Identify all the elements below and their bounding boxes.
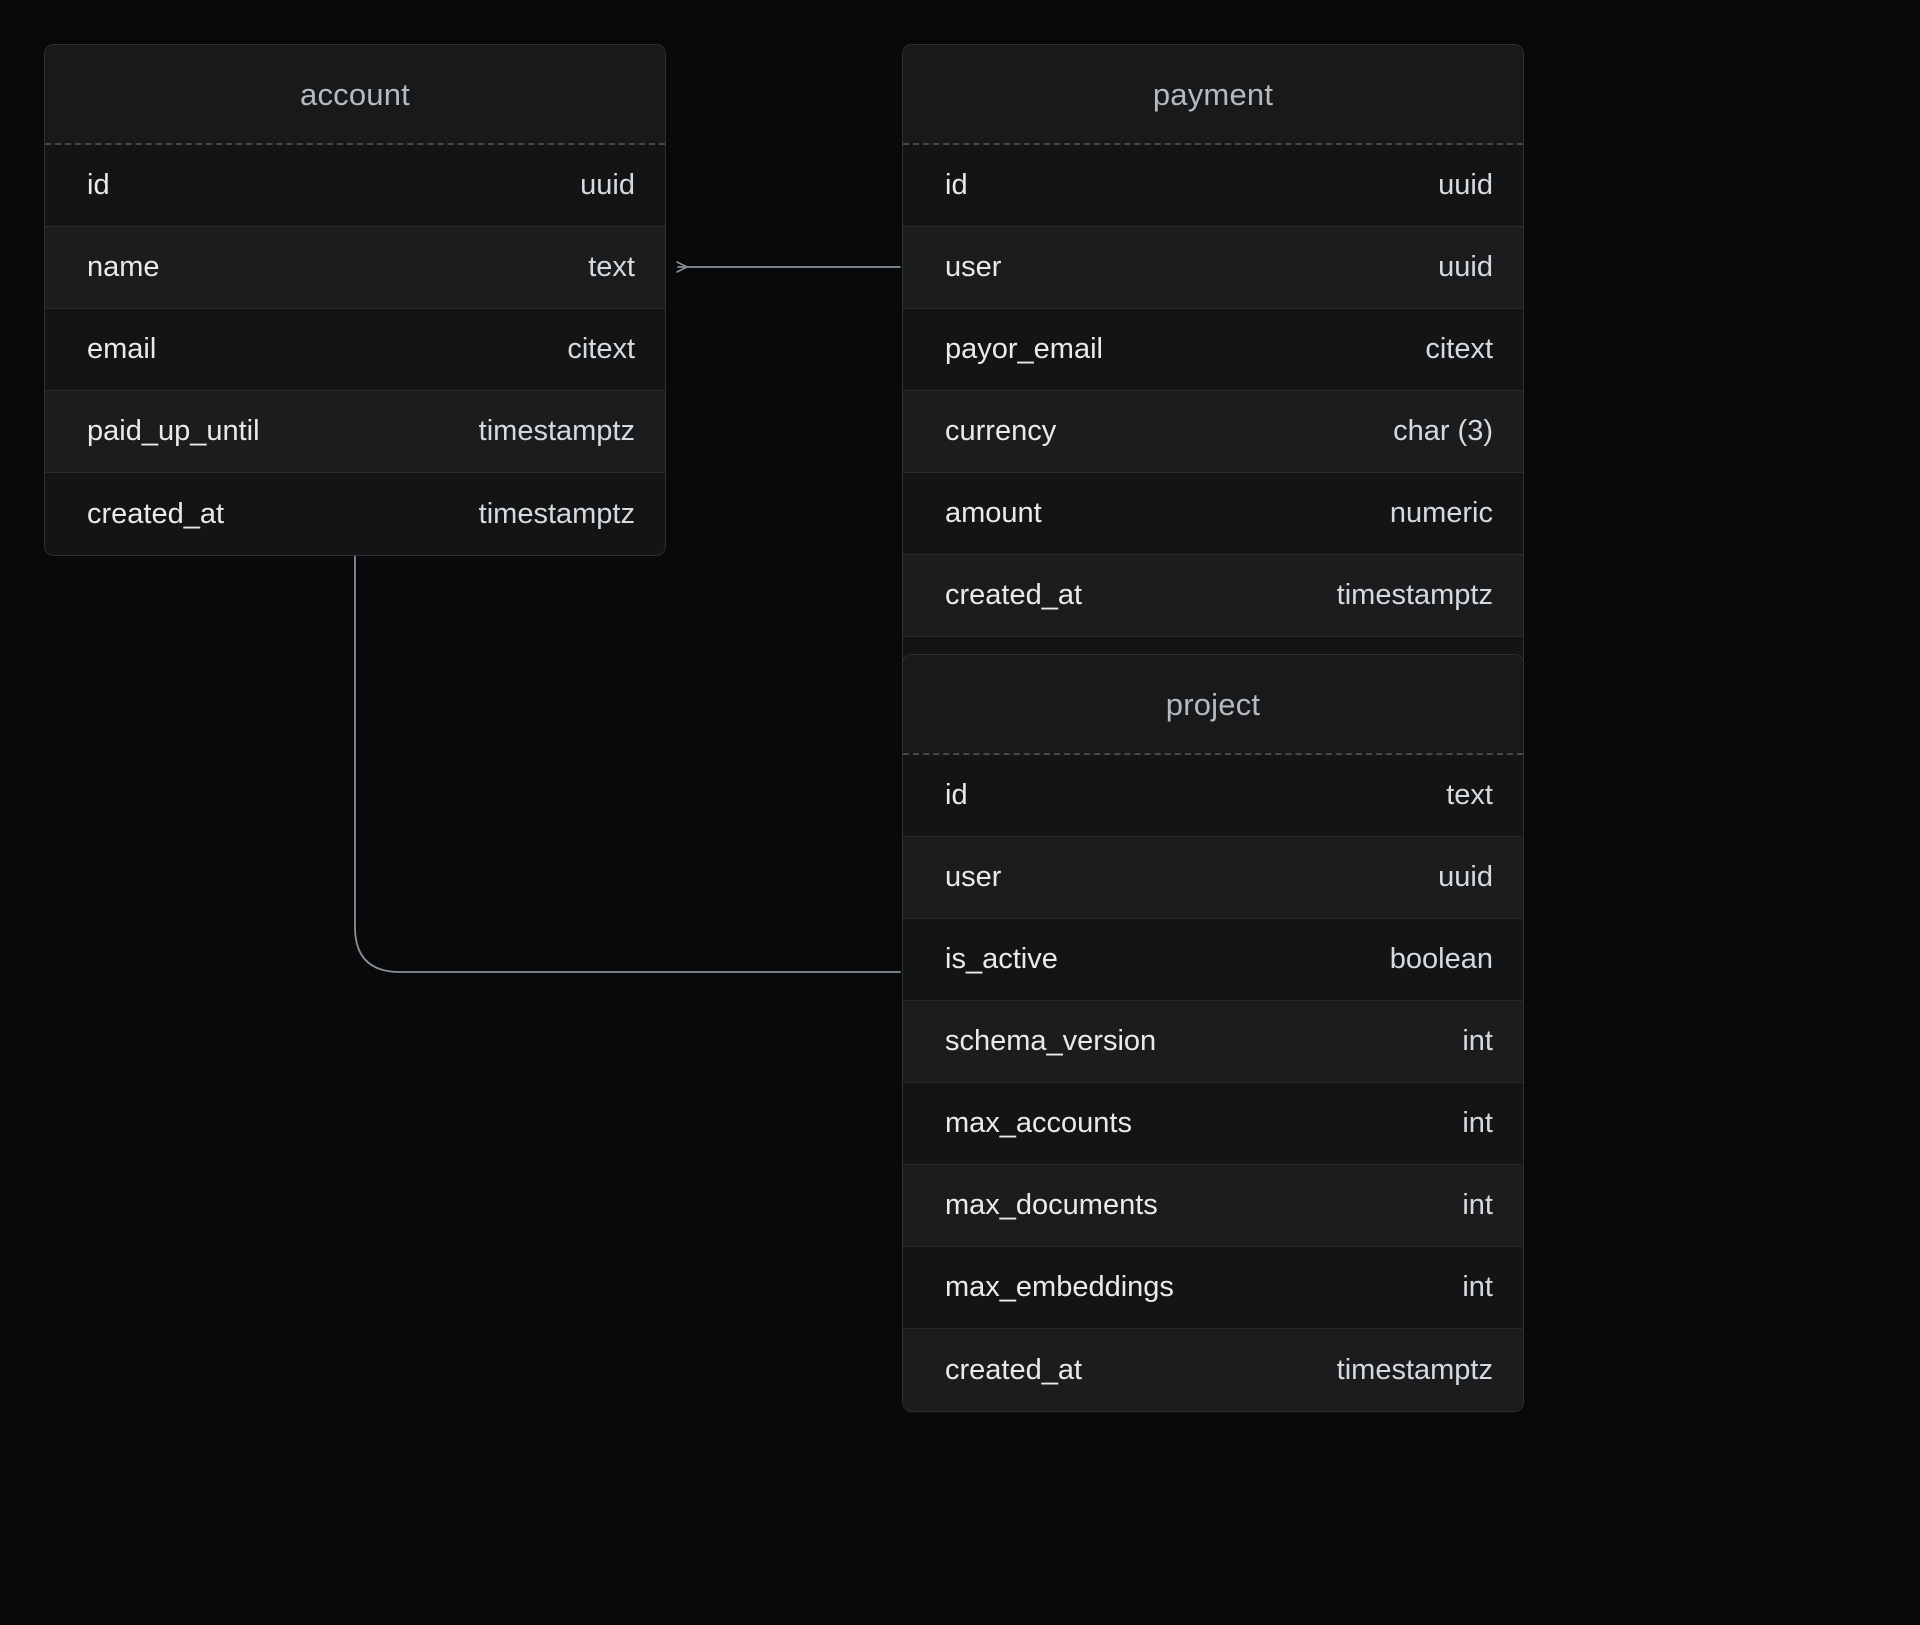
table-row[interactable]: max_accounts int: [903, 1083, 1523, 1165]
column-type: citext: [1425, 333, 1493, 365]
table-row[interactable]: created_at timestamptz: [903, 555, 1523, 637]
column-name: created_at: [87, 497, 225, 530]
table-project[interactable]: project id text user uuid is_active bool…: [902, 654, 1524, 1412]
connector-project-to-account: [345, 489, 901, 973]
column-name: id: [945, 169, 968, 201]
column-name: currency: [945, 415, 1057, 447]
table-payment-rows: id uuid user uuid payor_email citext cur…: [903, 145, 1523, 719]
table-payment[interactable]: payment id uuid user uuid payor_email ci…: [902, 44, 1524, 720]
table-account[interactable]: account id uuid name text email citext p…: [44, 44, 666, 556]
column-type: uuid: [1438, 169, 1493, 201]
column-name: amount: [945, 497, 1042, 529]
table-row[interactable]: amount numeric: [903, 473, 1523, 555]
column-name: id: [87, 169, 110, 201]
table-payment-title: payment: [903, 45, 1523, 145]
column-type: uuid: [1438, 861, 1493, 893]
column-type: uuid: [1438, 251, 1493, 283]
table-row[interactable]: is_active boolean: [903, 919, 1523, 1001]
column-type: timestamptz: [478, 497, 635, 530]
column-name: schema_version: [945, 1025, 1157, 1057]
table-row[interactable]: user uuid: [903, 227, 1523, 309]
column-name: payor_email: [945, 333, 1103, 365]
table-row[interactable]: created_at timestamptz: [903, 1329, 1523, 1411]
column-name: id: [945, 779, 968, 811]
column-type: boolean: [1389, 943, 1493, 975]
column-type: text: [1446, 779, 1493, 811]
column-name: paid_up_until: [87, 415, 260, 447]
table-project-rows: id text user uuid is_active boolean sche…: [903, 755, 1523, 1411]
column-type: numeric: [1389, 497, 1493, 529]
column-name: user: [945, 861, 1002, 893]
column-type: timestamptz: [1336, 1353, 1493, 1386]
table-row[interactable]: id text: [903, 755, 1523, 837]
table-row[interactable]: name text: [45, 227, 665, 309]
table-row[interactable]: payor_email citext: [903, 309, 1523, 391]
column-name: max_documents: [945, 1189, 1158, 1221]
table-account-title: account: [45, 45, 665, 145]
column-name: max_embeddings: [945, 1271, 1174, 1303]
column-type: text: [588, 251, 635, 283]
column-type: int: [1462, 1271, 1493, 1303]
table-account-rows: id uuid name text email citext paid_up_u…: [45, 145, 665, 555]
table-row[interactable]: schema_version int: [903, 1001, 1523, 1083]
column-name: email: [87, 333, 157, 365]
table-row[interactable]: user uuid: [903, 837, 1523, 919]
table-row[interactable]: email citext: [45, 309, 665, 391]
column-type: timestamptz: [1336, 579, 1493, 611]
column-type: uuid: [580, 169, 635, 201]
column-name: created_at: [945, 1353, 1083, 1386]
column-name: name: [87, 251, 160, 283]
table-row[interactable]: created_at timestamptz: [45, 473, 665, 555]
column-name: is_active: [945, 943, 1058, 975]
column-type: int: [1462, 1189, 1493, 1221]
column-type: int: [1462, 1025, 1493, 1057]
column-type: char (3): [1393, 415, 1493, 447]
table-row[interactable]: max_embeddings int: [903, 1247, 1523, 1329]
table-project-title: project: [903, 655, 1523, 755]
column-name: max_accounts: [945, 1107, 1132, 1139]
table-row[interactable]: max_documents int: [903, 1165, 1523, 1247]
column-type: int: [1462, 1107, 1493, 1139]
table-row[interactable]: paid_up_until timestamptz: [45, 391, 665, 473]
table-row[interactable]: currency char (3): [903, 391, 1523, 473]
column-type: timestamptz: [478, 415, 635, 447]
column-name: created_at: [945, 579, 1083, 611]
column-type: citext: [567, 333, 635, 365]
table-row[interactable]: id uuid: [45, 145, 665, 227]
column-name: user: [945, 251, 1002, 283]
table-row[interactable]: id uuid: [903, 145, 1523, 227]
